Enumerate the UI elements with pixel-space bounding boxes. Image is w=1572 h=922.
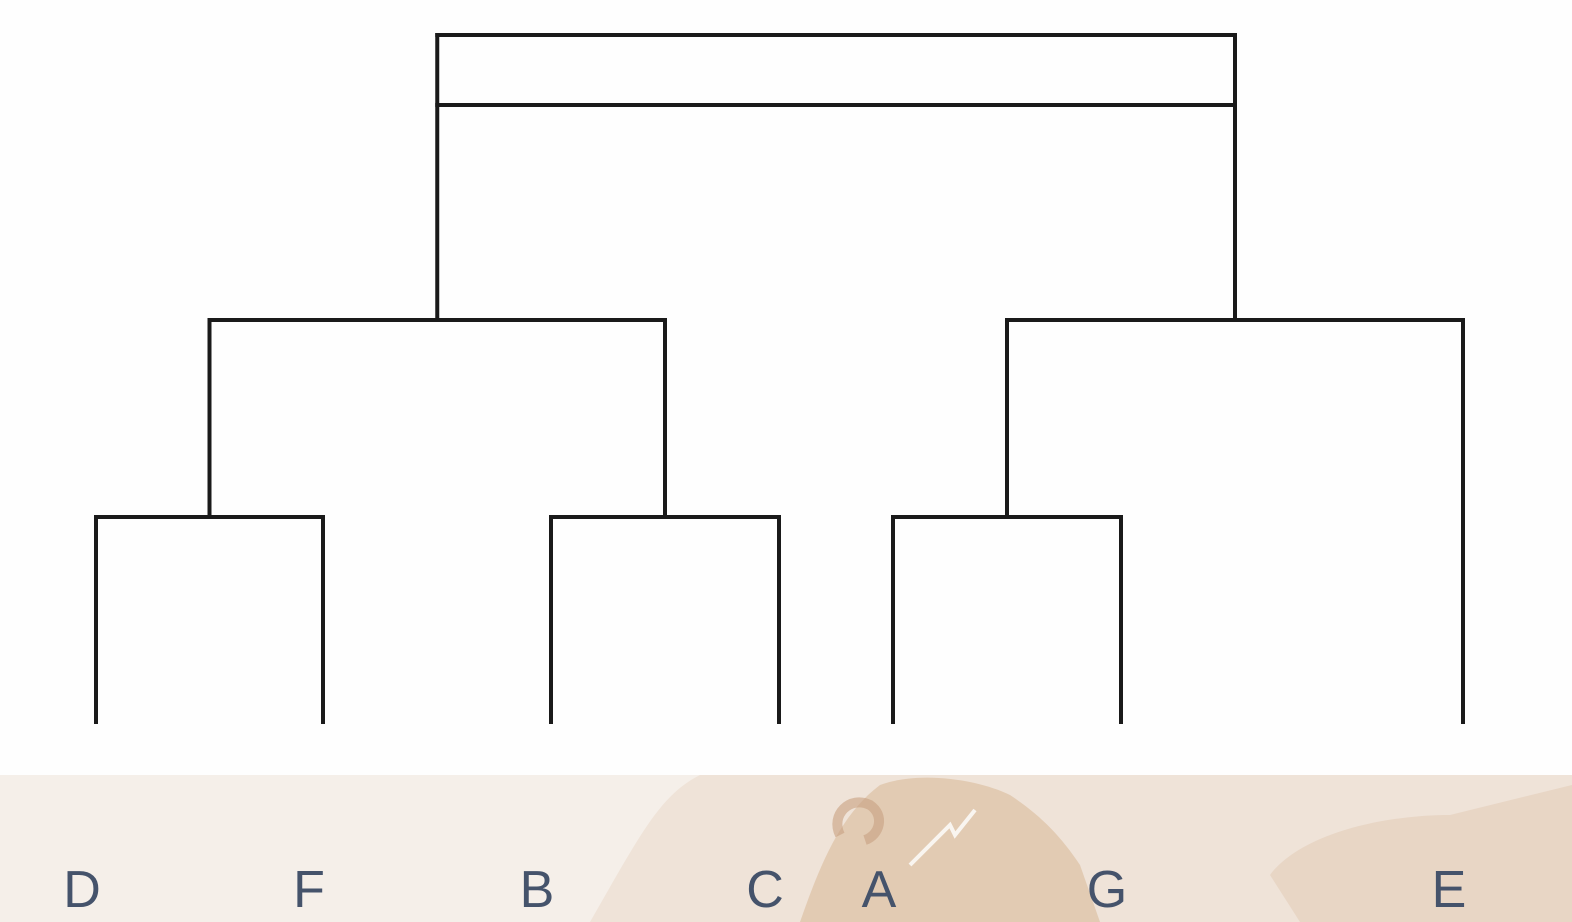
watermark-background xyxy=(0,775,1572,922)
leaf-label-g: G xyxy=(1086,861,1128,919)
leaf-label-f: F xyxy=(293,861,325,919)
leaf-label-d: D xyxy=(63,861,101,919)
leaf-label-b: B xyxy=(519,861,555,919)
leaf-label-e: E xyxy=(1431,861,1467,919)
leaf-label-a: A xyxy=(861,861,897,919)
leaf-label-c: C xyxy=(746,861,784,919)
